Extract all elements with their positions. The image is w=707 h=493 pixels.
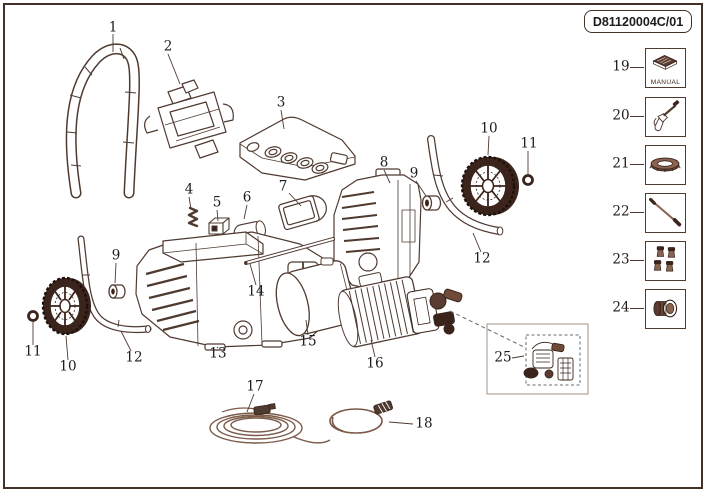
part-4-spring xyxy=(187,206,199,228)
part-12-axle-left xyxy=(77,235,152,334)
sidebar-num-22: 22 xyxy=(612,203,630,220)
sidebar-box-24 xyxy=(645,289,686,329)
sidebar-num-19: 19 xyxy=(612,58,630,75)
sidebar-box-19: MANUAL xyxy=(645,48,686,88)
sidebar-box-20 xyxy=(645,97,686,137)
callout-6: 6 xyxy=(242,189,252,206)
callout-15: 15 xyxy=(299,333,317,350)
sidebar-line-23 xyxy=(630,260,644,261)
callout-25: 25 xyxy=(494,349,512,366)
sidebar-num-24: 24 xyxy=(612,299,630,316)
doc-code-box: D81120004C/01 xyxy=(584,10,692,33)
nozzles-icon xyxy=(653,246,676,272)
callout-12-left: 12 xyxy=(125,349,143,366)
sidebar-line-24 xyxy=(630,308,644,309)
part-10-wheel-right xyxy=(460,155,519,217)
part-12-axle-right xyxy=(427,135,504,236)
callout-12-right: 12 xyxy=(473,250,491,267)
sidebar-num-20: 20 xyxy=(612,107,630,124)
part-11-ring-left xyxy=(27,310,39,322)
sidebar-line-20 xyxy=(630,116,644,117)
sidebar-box-22 xyxy=(645,193,686,233)
sidebar-line-22 xyxy=(630,212,644,213)
sidebar-num-21: 21 xyxy=(612,155,630,172)
callout-leader-lines xyxy=(32,34,529,425)
callout-9-left: 9 xyxy=(111,247,121,264)
callout-11-right: 11 xyxy=(520,135,538,152)
callout-1: 1 xyxy=(108,19,118,36)
callout-4: 4 xyxy=(184,181,194,198)
sidebar-num-23: 23 xyxy=(612,251,630,268)
part-7-box-insert xyxy=(278,195,327,231)
doc-code-text: D81120004C/01 xyxy=(592,14,684,29)
sidebar-line-21 xyxy=(630,164,644,165)
callout-14: 14 xyxy=(247,283,265,300)
hose-coil-icon xyxy=(649,157,681,172)
coupler-icon xyxy=(653,299,678,318)
lance-icon xyxy=(649,197,682,227)
spray-gun-icon xyxy=(653,100,680,132)
callout-10-left: 10 xyxy=(59,358,77,375)
sidebar-line-19 xyxy=(630,67,644,68)
callout-8: 8 xyxy=(379,154,389,171)
callout-17: 17 xyxy=(246,378,264,395)
callout-18: 18 xyxy=(415,415,433,432)
part-14-rod xyxy=(244,237,335,265)
manual-icon xyxy=(652,54,678,70)
part-16-motor-pump xyxy=(337,272,463,348)
sidebar-box-23 xyxy=(645,241,686,281)
part-25-pump-detail xyxy=(486,323,589,395)
callout-13: 13 xyxy=(209,345,227,362)
part-9-hub-left xyxy=(108,284,126,299)
part-1-handle xyxy=(65,43,140,199)
manual-caption: MANUAL xyxy=(650,78,681,86)
part-5-switch xyxy=(208,217,230,235)
callout-5: 5 xyxy=(212,194,222,211)
callout-7: 7 xyxy=(278,178,288,195)
part-2-bracket xyxy=(144,79,234,159)
part-17-power-cord xyxy=(209,403,331,444)
part-9-hub-right xyxy=(421,195,442,211)
part-3-cover xyxy=(239,116,356,181)
callout-16: 16 xyxy=(366,355,384,372)
callout-11-left: 11 xyxy=(24,343,42,360)
sidebar-box-21 xyxy=(645,145,686,185)
callout-10-right: 10 xyxy=(480,120,498,137)
callout-3: 3 xyxy=(276,94,286,111)
part-10-wheel-left xyxy=(41,276,91,336)
callout-9-right: 9 xyxy=(409,165,419,182)
part-18-hose-cable xyxy=(329,400,393,434)
callout-2: 2 xyxy=(163,38,173,55)
part-11-ring-right xyxy=(522,174,534,186)
